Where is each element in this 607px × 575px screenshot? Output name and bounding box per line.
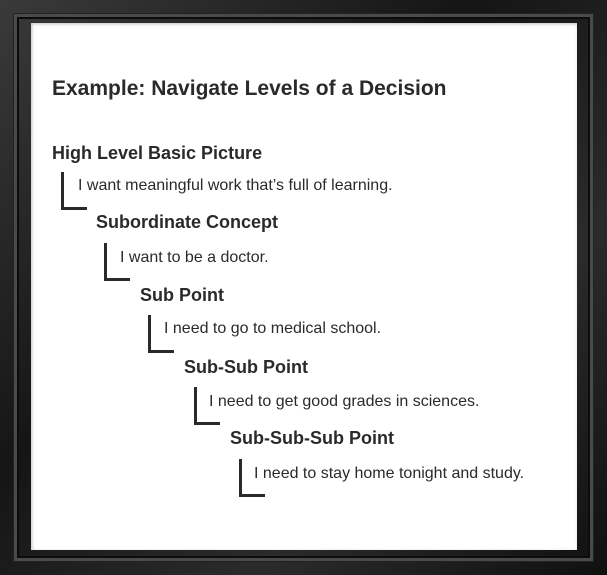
level-2-text: I want to be a doctor. xyxy=(120,249,269,266)
level-2-bracket xyxy=(104,243,130,281)
level-3-heading: Sub Point xyxy=(140,285,224,305)
level-3-text: I need to go to medical school. xyxy=(164,320,382,337)
level-2-heading: Subordinate Concept xyxy=(96,212,279,232)
level-5-bracket xyxy=(239,459,265,497)
frame-inner-edge xyxy=(14,14,593,561)
level-1-bracket xyxy=(61,172,87,210)
level-1-text: I want meaningful work that’s full of le… xyxy=(78,177,393,194)
level-3-bracket xyxy=(148,315,174,353)
level-5-text: I need to stay home tonight and study. xyxy=(254,465,525,482)
level-4-heading: Sub-Sub Point xyxy=(184,357,308,377)
frame-mat: Example: Navigate Levels of a Decision H… xyxy=(31,23,577,550)
level-5-heading: Sub-Sub-Sub Point xyxy=(230,428,394,448)
level-4-text: I need to get good grades in sciences. xyxy=(209,393,480,410)
level-4-bracket xyxy=(194,387,220,425)
diagram-title: Example: Navigate Levels of a Decision xyxy=(52,77,447,100)
level-1-heading: High Level Basic Picture xyxy=(52,143,263,163)
